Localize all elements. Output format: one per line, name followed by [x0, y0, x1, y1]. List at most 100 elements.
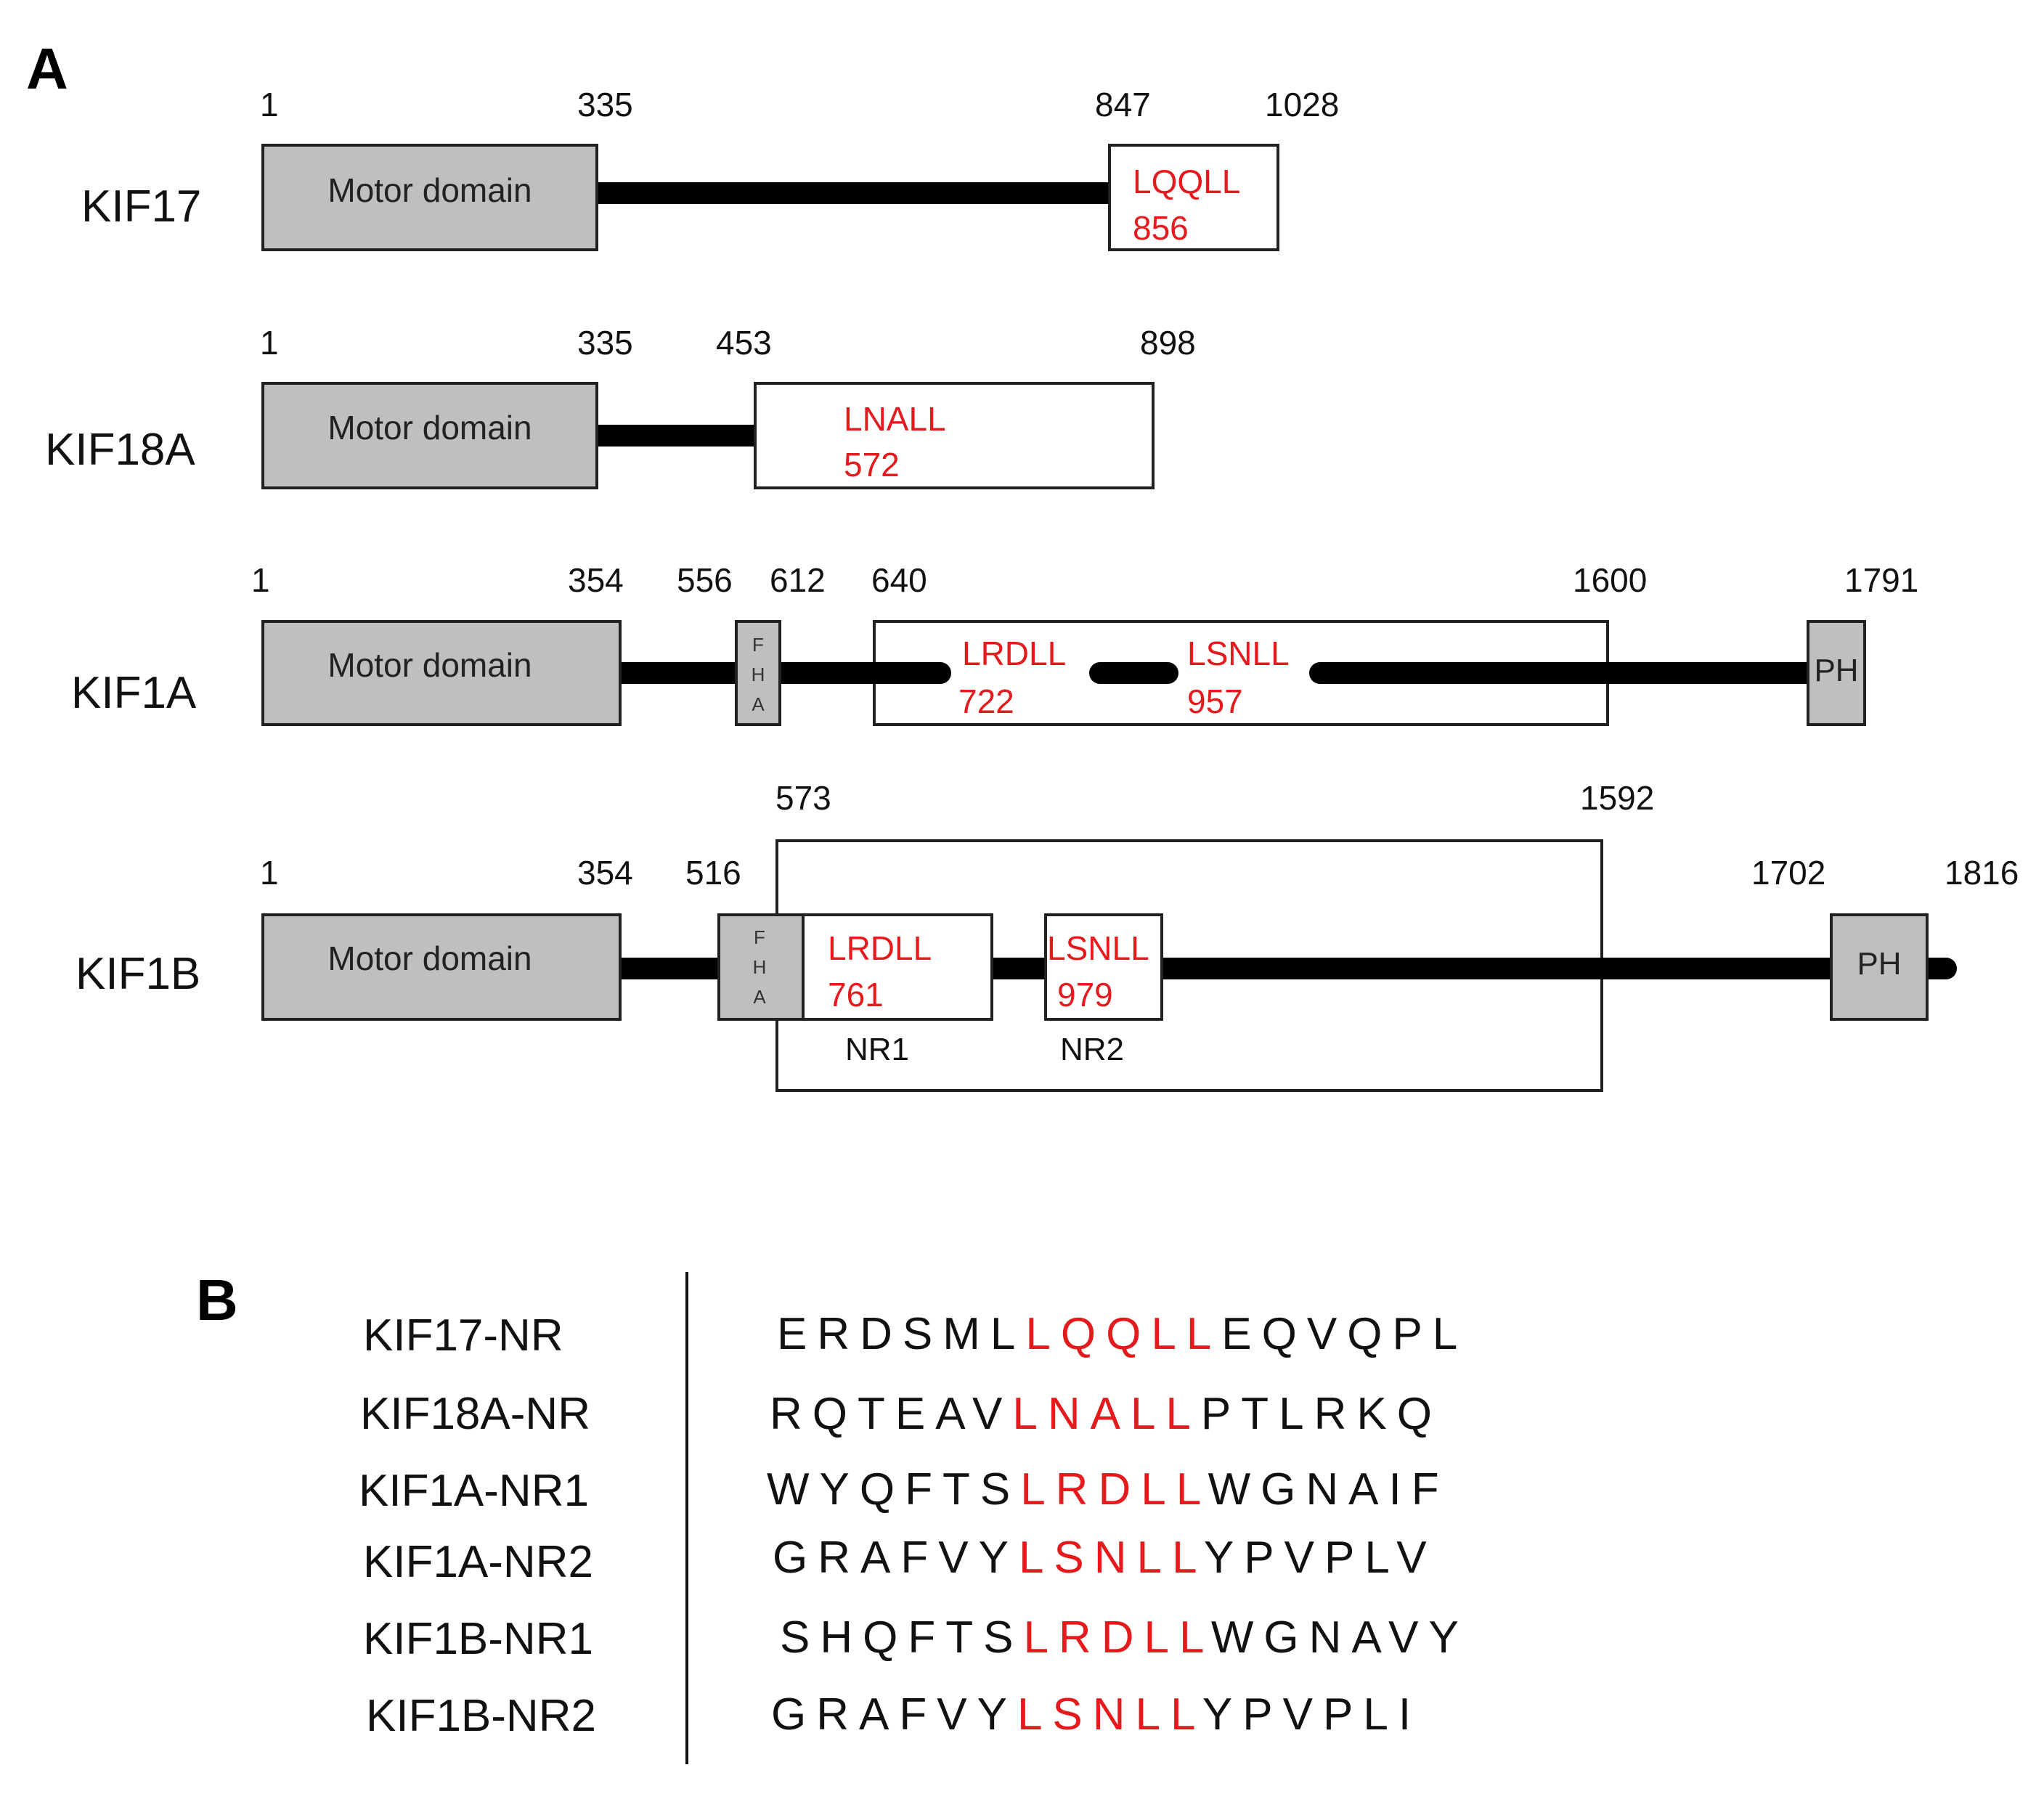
pos-kif1a-640: 640 — [871, 561, 927, 599]
alignment-seq-kif1b-nr2: GRAFVYLSNLLYPVPLI — [771, 1689, 1421, 1740]
fha-letter-kif1b-a: A — [753, 986, 766, 1008]
fha-letter-kif1b-h: H — [753, 956, 767, 978]
fha-letter-kif1a-h: H — [752, 664, 765, 685]
pos-kif18a-453: 453 — [716, 324, 772, 362]
pos-kif1b-1592: 1592 — [1580, 779, 1654, 817]
alignment-name-kif1a-nr1: KIF1A-NR1 — [359, 1466, 589, 1516]
nr2-label-kif1b: NR2 — [1060, 1032, 1124, 1067]
pos-kif17-1: 1 — [260, 86, 279, 123]
motif-kif1a-1-pos: 722 — [958, 682, 1014, 720]
alignment-name-kif1b-nr2: KIF1B-NR2 — [366, 1691, 596, 1741]
nr2-box-kif1b — [1044, 913, 1163, 1021]
motor-label-kif1a: Motor domain — [327, 646, 532, 684]
alignment-name-kif17-nr: KIF17-NR — [363, 1310, 563, 1361]
motif-kif1a-1-seq: LRDLL — [962, 635, 1066, 672]
alignment-name-kif1a-nr2: KIF1A-NR2 — [363, 1537, 593, 1587]
alignment-seq-kif1b-nr1: SHQFTSLRDLLWGNAVY — [780, 1613, 1469, 1663]
motor-domain-kif18a — [261, 382, 598, 489]
pos-kif18a-1: 1 — [260, 324, 279, 362]
ph-domain-kif1a — [1807, 620, 1866, 726]
motif-kif1b-2-pos: 979 — [1057, 976, 1113, 1014]
motor-domain-kif1a — [261, 620, 622, 726]
pos-kif1b-573: 573 — [775, 779, 831, 817]
pos-kif1a-612: 612 — [770, 561, 826, 599]
alignment-name-kif1b-nr1: KIF1B-NR1 — [363, 1614, 593, 1664]
motif-kif17-seq: LQQLL — [1133, 163, 1240, 200]
pos-kif1a-1791: 1791 — [1844, 561, 1918, 599]
seq-motif: LNALL — [1012, 1389, 1201, 1439]
protein-kif1b: KIF1B 573 1592 1 354 516 655 842 953 105… — [76, 779, 2019, 1092]
motor-domain-kif1b — [261, 913, 622, 1021]
seq-flank-pre: GRAFVY — [771, 1689, 1017, 1740]
motif-kif18a-pos: 572 — [844, 446, 900, 484]
alignment-rows: KIF17-NR ERDSMLLQQLLEQVQPL KIF18A-NR RQT… — [359, 1309, 1469, 1741]
fha-domain-kif1a — [735, 620, 781, 726]
panel-b-letter: B — [196, 1268, 238, 1332]
alignment-seq-kif17-nr: ERDSMLLQQLLEQVQPL — [777, 1309, 1467, 1359]
protein-kif17: KIF17 1 335 847 1028 Motor domain LQQLL … — [81, 86, 1339, 251]
fha-letter-kif1a-a: A — [752, 693, 765, 715]
alignment-seq-kif1a-nr1: WYQFTSLRDLLWGNAIF — [767, 1464, 1449, 1514]
pos-kif1a-354: 354 — [568, 561, 624, 599]
pos-kif1b-1702: 1702 — [1751, 854, 1825, 892]
pos-kif18a-898: 898 — [1140, 324, 1196, 362]
seq-flank-pre: WYQFTS — [767, 1464, 1020, 1514]
seq-flank-pre: GRAFVY — [773, 1533, 1019, 1583]
alignment-name-kif18a-nr: KIF18A-NR — [360, 1389, 590, 1439]
motor-label-kif18a: Motor domain — [327, 409, 532, 447]
ph-domain-kif1b — [1830, 913, 1929, 1021]
panel-a-letter: A — [26, 36, 68, 101]
pos-kif1a-556: 556 — [677, 561, 733, 599]
seq-flank-pre: RQTEAV — [770, 1389, 1012, 1439]
motif-kif17-pos: 856 — [1133, 209, 1189, 247]
seq-motif: LQQLL — [1025, 1309, 1221, 1359]
motif-kif1a-2-seq: LSNLL — [1187, 635, 1290, 672]
seq-motif: LSNLL — [1017, 1689, 1202, 1740]
pos-kif1b-1816: 1816 — [1945, 854, 2019, 892]
fha-domain-kif1b — [717, 913, 805, 1021]
motif-kif1b-1-seq: LRDLL — [828, 929, 932, 967]
protein-name-kif1b: KIF1B — [76, 949, 200, 999]
seq-flank-post: PTLRKQ — [1201, 1389, 1442, 1439]
fha-letter-kif1a-f: F — [752, 634, 764, 656]
ph-label-kif1a: PH — [1814, 653, 1858, 688]
protein-kif1a: KIF1A 1 354 556 612 640 1600 1791 Motor … — [71, 561, 1918, 726]
seq-flank-post: YPVPLV — [1204, 1533, 1437, 1583]
pos-kif1b-516: 516 — [685, 854, 741, 892]
alignment-seq-kif1a-nr2: GRAFVYLSNLLYPVPLV — [773, 1533, 1437, 1583]
ph-label-kif1b: PH — [1857, 946, 1901, 982]
pos-kif1b-354: 354 — [577, 854, 633, 892]
seq-motif: LRDLL — [1023, 1613, 1210, 1663]
seq-flank-post: YPVPLI — [1202, 1689, 1421, 1740]
protein-name-kif1a: KIF1A — [71, 668, 197, 718]
protein-kif18a: KIF18A 1 335 453 898 Motor domain LNALL … — [45, 324, 1196, 489]
seq-flank-post: WGNAIF — [1208, 1464, 1449, 1514]
seq-flank-post: EQVQPL — [1221, 1309, 1467, 1359]
nr-box-kif18a — [754, 382, 1155, 489]
protein-name-kif17: KIF17 — [81, 182, 201, 232]
nr-box-kif17 — [1108, 144, 1279, 251]
motif-kif1a-2-pos: 957 — [1187, 682, 1243, 720]
seq-flank-pre: ERDSML — [777, 1309, 1025, 1359]
pos-kif1a-1: 1 — [251, 561, 270, 599]
seq-motif: LSNLL — [1019, 1533, 1204, 1583]
pos-kif17-1028: 1028 — [1265, 86, 1339, 123]
pos-kif17-335: 335 — [577, 86, 633, 123]
motor-label-kif1b: Motor domain — [327, 939, 532, 977]
pos-kif17-847: 847 — [1095, 86, 1151, 123]
fha-letter-kif1b-f: F — [754, 926, 765, 948]
seq-flank-post: WGNAVY — [1211, 1613, 1469, 1663]
pos-kif1a-1600: 1600 — [1573, 561, 1647, 599]
motif-kif1b-2-seq: LSNLL — [1047, 929, 1149, 967]
motor-label-kif17: Motor domain — [327, 171, 532, 209]
nr1-label-kif1b: NR1 — [845, 1032, 909, 1067]
seq-motif: LRDLL — [1020, 1464, 1208, 1514]
pos-kif1b-1: 1 — [260, 854, 279, 892]
pos-kif18a-335: 335 — [577, 324, 633, 362]
motif-kif1b-1-pos: 761 — [828, 976, 884, 1014]
nr1-box-kif1b — [802, 913, 993, 1021]
motif-kif18a-seq: LNALL — [844, 400, 946, 438]
motor-domain-kif17 — [261, 144, 598, 251]
seq-flank-pre: SHQFTS — [780, 1613, 1023, 1663]
